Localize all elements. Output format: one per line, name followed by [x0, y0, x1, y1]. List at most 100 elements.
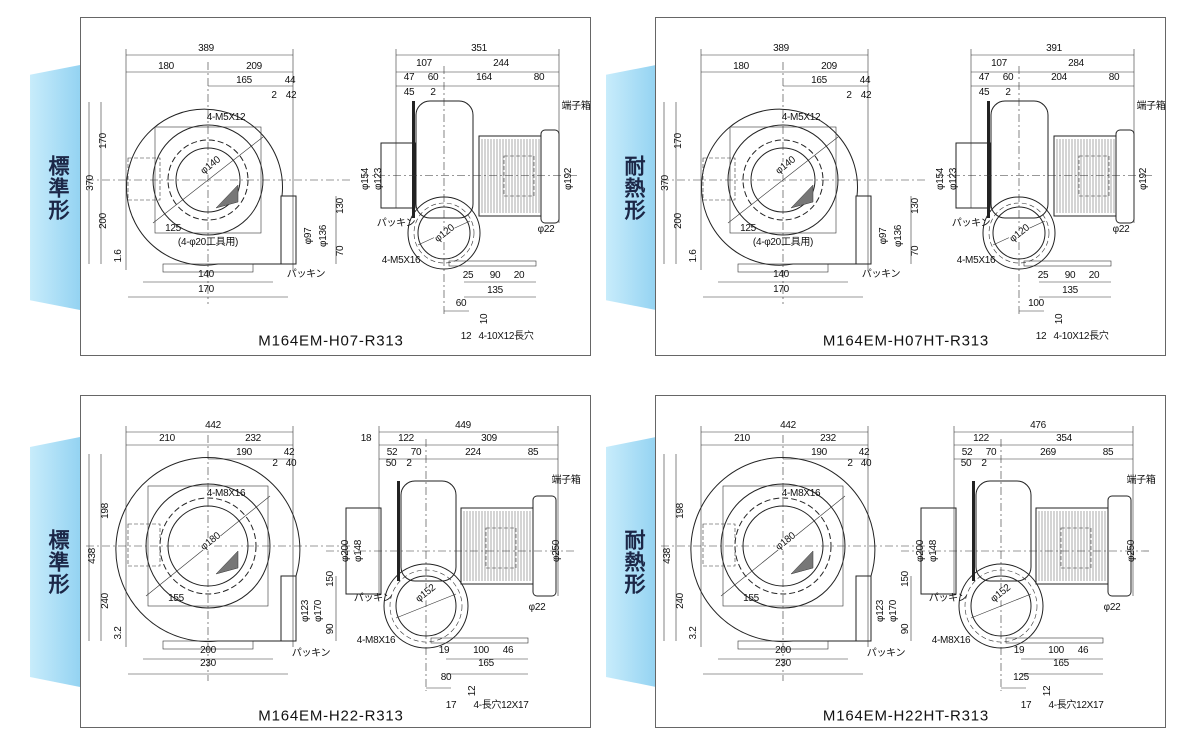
dimension-label: 200 [98, 213, 109, 229]
dimension-label: φ192 [563, 168, 574, 190]
dimension-label: 135 [487, 285, 503, 296]
dimension-label: 232 [245, 433, 261, 444]
dimension-label: φ148 [928, 540, 939, 562]
motor-end-cover [1107, 495, 1132, 597]
dimension-label: 10 [479, 313, 490, 325]
dimension-label: 80 [533, 72, 545, 83]
tab-heat-resistant-h22: 耐熱形 [606, 437, 656, 687]
dimension-label: 25 [462, 270, 474, 281]
dimension-label: 2 [271, 90, 277, 101]
dimension-label: 309 [481, 433, 497, 444]
dimension-label: パッキン [291, 648, 331, 659]
dimension-label: φ123 [300, 600, 311, 622]
terminal-box [1078, 155, 1110, 197]
dimension-label: φ154 [935, 168, 946, 190]
gasket-plate [972, 481, 975, 581]
dimension-label: 130 [335, 198, 346, 214]
dimension-label: 210 [159, 433, 175, 444]
dimension-label: φ97 [303, 227, 314, 245]
dimension-label: 351 [471, 43, 487, 54]
dimension-label: 42 [860, 90, 872, 101]
motor-body [478, 135, 542, 217]
dimension-label: 50 [960, 458, 972, 469]
dimension-label: 2 [1005, 87, 1011, 98]
dimension-label: 2 [406, 458, 412, 469]
dimension-label: 2 [847, 458, 853, 469]
dimension-label: 70 [410, 447, 422, 458]
dimension-label: 125 [1013, 672, 1029, 683]
dimension-label: 47 [403, 72, 415, 83]
dimension-label: 85 [1102, 447, 1114, 458]
bolt-circle [988, 202, 1050, 264]
dimension-label: 90 [489, 270, 501, 281]
dimension-label: 2 [272, 458, 278, 469]
dimension-label: 80 [440, 672, 452, 683]
fan-housing [990, 100, 1049, 219]
dimension-label: φ192 [1138, 168, 1149, 190]
dimension-label: 164 [476, 72, 492, 83]
dimension-label: 150 [325, 571, 336, 587]
dimension-label: 389 [198, 43, 214, 54]
dimension-label: 40 [860, 458, 872, 469]
dimension-label: 42 [285, 90, 297, 101]
dimension-label: 438 [87, 548, 98, 564]
tab-label: 標準形 [46, 154, 70, 221]
dimension-label: 130 [910, 198, 921, 214]
dimension-label: 389 [773, 43, 789, 54]
dimension-label: 150 [900, 571, 911, 587]
dimension-label: 438 [662, 548, 673, 564]
dimension-label: 100 [473, 645, 489, 656]
dimension-label: φ250 [551, 540, 562, 562]
fan-housing [400, 480, 457, 582]
dimension-label: 370 [660, 175, 671, 191]
dimension-label: 240 [100, 593, 111, 609]
dimension-label: 44 [859, 75, 871, 86]
dimension-label: 230 [200, 658, 216, 669]
dimension-label: 4-M8X16 [356, 635, 396, 646]
dimension-label: 2 [430, 87, 436, 98]
dimension-label: 4-長穴12X17 [473, 700, 529, 711]
base-foot [737, 263, 829, 273]
dimension-label: φ123 [948, 168, 959, 190]
fan-drawing [86, 49, 579, 314]
dimension-label: 1.6 [688, 249, 699, 263]
dimension-label: 70 [335, 245, 346, 257]
motor-end-cover [1115, 129, 1135, 224]
dimension-label: 85 [527, 447, 539, 458]
dimension-label: 107 [416, 58, 432, 69]
dimension-label: 19 [438, 645, 450, 656]
fan-drawing [86, 426, 576, 691]
dimension-label: 198 [675, 503, 686, 519]
dimension-label: 122 [398, 433, 414, 444]
gasket-plate [412, 101, 415, 218]
mesh-guard [215, 184, 239, 209]
dimension-label: 230 [775, 658, 791, 669]
dimension-label: φ123 [373, 168, 384, 190]
dimension-label: 12 [460, 331, 472, 342]
dimension-label: 140 [198, 269, 214, 280]
dimension-label: φ22 [1112, 224, 1130, 235]
dimension-label: 2 [981, 458, 987, 469]
dimension-label: 4-M5X12 [781, 112, 821, 123]
dimension-label: 端子箱 [551, 475, 581, 486]
dimension-label: φ136 [318, 225, 329, 247]
dimension-label: 210 [734, 433, 750, 444]
dimension-label: 100 [1028, 298, 1044, 309]
dimension-label: 165 [811, 75, 827, 86]
dimension-label: 52 [961, 447, 973, 458]
dimension-label: 20 [513, 270, 525, 281]
dimension-label: φ97 [878, 227, 889, 245]
dimension-label: 10 [1054, 313, 1065, 325]
dimension-label: 40 [285, 458, 297, 469]
dimension-label: 100 [1048, 645, 1064, 656]
dimension-label: 60 [1002, 72, 1014, 83]
dimension-label: φ170 [888, 600, 899, 622]
dimension-label: 42 [858, 447, 870, 458]
dimension-label: 391 [1046, 43, 1062, 54]
tab-label: 標準形 [46, 529, 70, 595]
dimension-label: 190 [811, 447, 827, 458]
dimension-label: 200 [673, 213, 684, 229]
dimension-label: パッキン [861, 269, 901, 280]
dimension-label: 90 [900, 623, 911, 635]
dimension-label: 198 [100, 503, 111, 519]
